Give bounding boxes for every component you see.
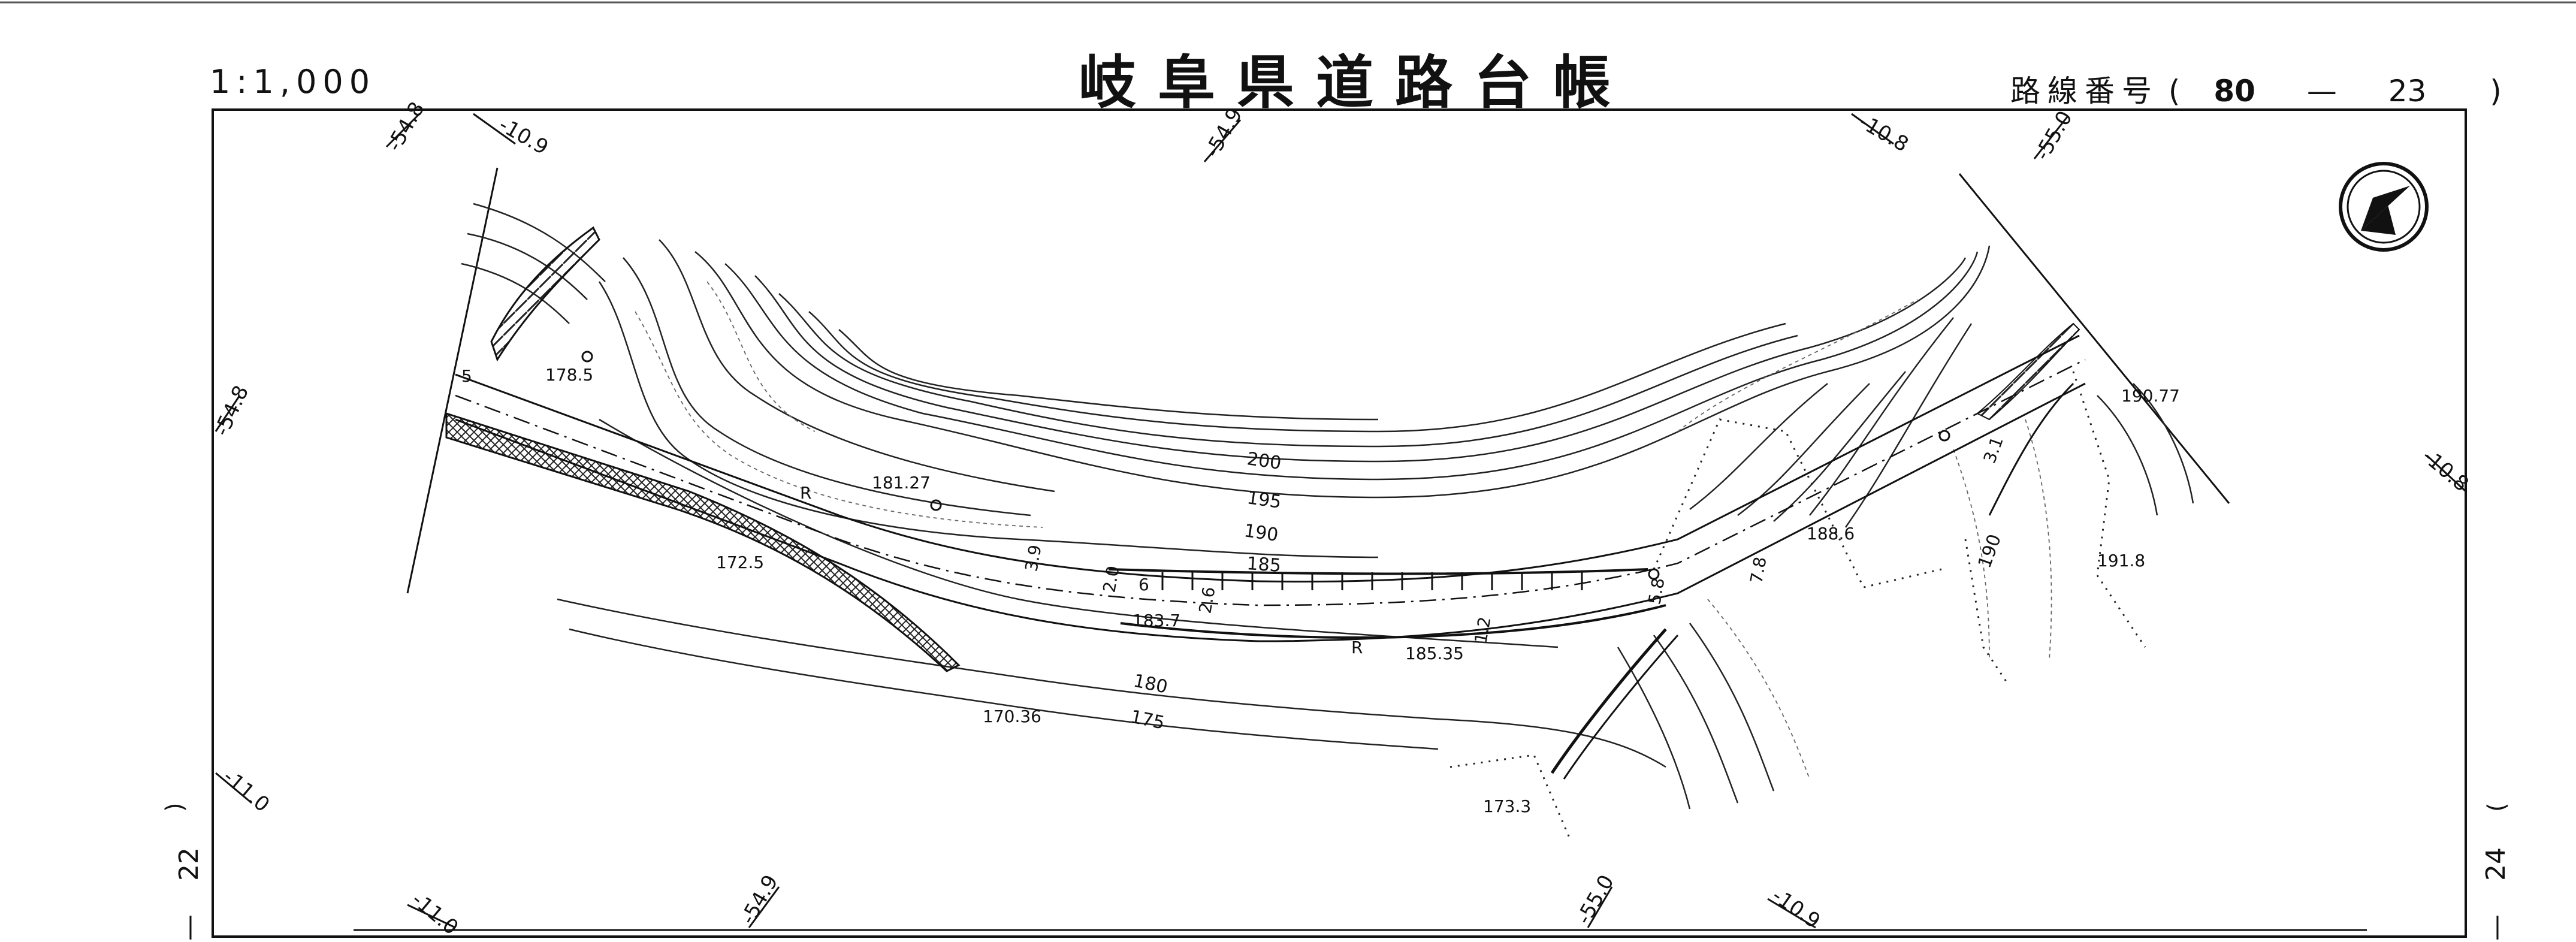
road-width-7-8: 7.8 [1746,555,1770,585]
elev-188-6: 188.6 [1807,524,1855,544]
survey-boundary-lines [406,167,2230,594]
coord-top-4: -10.8 [1855,110,1913,157]
road-width-2-6: 2.6 [1195,585,1219,615]
route-sub-number: 23 [2388,74,2427,108]
road-width-2-0: 2.0 [1099,564,1123,594]
road-width-1-2: 1.2 [1470,615,1494,645]
coord-left-1: -54.8 [210,382,253,440]
coord-top-3: -54.9 [1200,104,1248,161]
road-width-3-9: 3.9 [1021,544,1045,573]
contour-lines [461,203,2194,810]
map-frame [212,108,2467,938]
adjacent-sheet-left: ) 22 — [161,802,204,941]
coord-bottom-3: -55.0 [1572,871,1619,928]
elev-172-5: 172.5 [716,552,764,572]
contour-label-190: 190 [1243,520,1280,546]
route-number: 80 [2213,74,2255,108]
adjacent-left-number: 22 [174,847,204,881]
road-width-5-8: 5.8 [1644,576,1668,606]
elev-178-5: 178.5 [545,365,593,385]
elev-181-27: 181.27 [872,473,931,493]
route-dash: — [2306,74,2337,108]
coord-bottom-1: -11.0 [407,887,463,940]
elev-170-36: 170.36 [983,707,1041,726]
contour-label-175: 175 [1128,707,1166,734]
road-width-6: 6 [1138,575,1149,594]
road-lines [455,334,2086,780]
route-open-paren: ( [2168,74,2181,108]
coordinate-labels: -54.8 -10.9 -54.9 -10.8 -55.0 -54.8 -11.… [210,98,2473,940]
page-title: 岐阜県道路台帳 [1079,49,1632,116]
coord-top-2: -10.9 [495,113,552,160]
adjacent-right-dash: — [2481,914,2511,941]
coord-bottom-4: -10.9 [1768,884,1825,934]
contour-label-190-east: 190 [1974,532,2006,571]
contour-label-195: 195 [1246,487,1283,513]
adjacent-right-number: 24 [2481,847,2511,881]
map-scale: 1:1,000 [210,63,376,101]
route-number-label: 路線番号 [2010,74,2159,108]
adjacent-left-paren: ) [161,802,189,812]
parcel-boundary-lines [1449,371,2146,840]
contour-label-185: 185 [1246,553,1282,576]
slope-hatch-areas [490,226,2080,421]
coord-left-2: -11.0 [218,765,274,817]
elev-173-3: 173.3 [1483,796,1531,816]
elev-191-8: 191.8 [2097,551,2145,570]
road-annotations: R R 5 3.9 2.0 2.6 1.2 7.8 6 5.8 3.1 [461,366,2007,657]
contour-label-180: 180 [1131,671,1169,698]
elev-190-77: 190.77 [2121,386,2180,406]
coord-top-5: -55.0 [2030,107,2077,164]
adjacent-left-dash: — [174,914,204,941]
embankment-crosshatch [445,412,961,672]
coordinate-tick-lines [215,113,2467,929]
route-close-paren: ) [2490,74,2502,108]
elev-183-7: 183.7 [1133,611,1180,630]
retaining-wall-ticks [1161,572,1583,590]
contour-value-labels: 200 195 190 185 180 175 190 [1128,448,2006,733]
coord-top-1: -54.8 [382,98,430,155]
adjacent-sheet-right: ( 24 — [2481,802,2511,941]
road-label-r-west: R [800,483,811,503]
north-arrow-icon [2339,162,2429,252]
road-width-5: 5 [461,366,472,386]
road-label-r-east: R [1351,638,1363,657]
intermediate-contour-lines [635,281,2052,780]
adjacent-right-paren: ( [2483,802,2511,812]
spot-elevations: 178.5 181.27 172.5 183.7 185.35 170.36 1… [545,365,2180,816]
road-width-3-1: 3.1 [1980,434,2007,466]
contour-label-200: 200 [1246,448,1283,474]
route-number-block: 路線番号 ( 80 — 23 ) [2010,67,2502,110]
coord-bottom-2: -54.9 [736,871,783,928]
survey-points [581,351,1950,580]
elev-185-35: 185.35 [1405,644,1464,663]
